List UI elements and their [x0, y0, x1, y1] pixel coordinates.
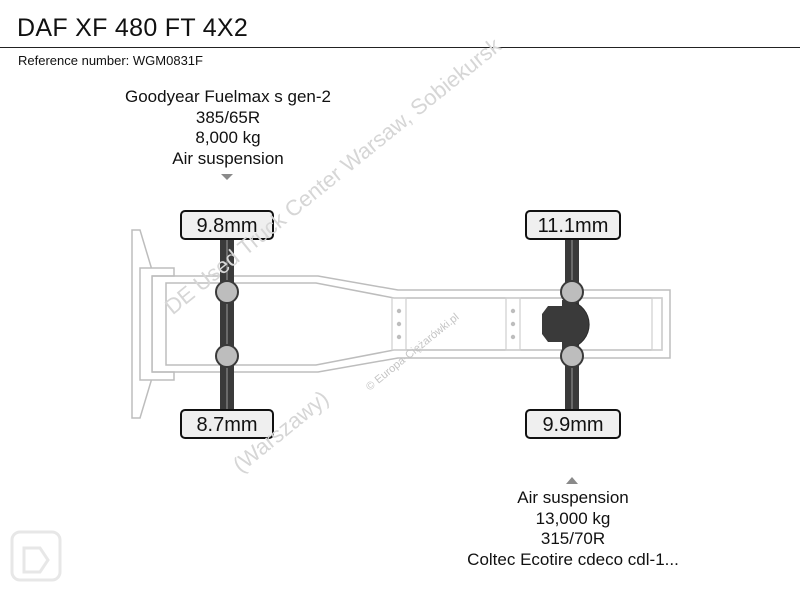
cross-member-rear — [651, 297, 663, 351]
cross-member-middle — [505, 297, 521, 351]
front-suspension: Air suspension — [172, 148, 284, 168]
front-tyre-size: 385/65R — [195, 107, 261, 127]
front-wheel-top — [215, 280, 239, 304]
page-title: DAF XF 480 FT 4X2 — [17, 14, 249, 42]
rear-tread-left-value: 11.1mm — [538, 215, 609, 237]
front-wheel-bottom — [215, 344, 239, 368]
rear-tyre-model: Coltec Ecotire cdeco cdl-1... — [467, 549, 679, 569]
title-divider — [0, 47, 800, 48]
front-pointer-icon — [221, 174, 233, 180]
front-axle-spec: Goodyear Fuelmax s gen-2 385/65R 8,000 k… — [108, 87, 348, 169]
front-tyre-model: Goodyear Fuelmax s gen-2 — [125, 87, 331, 106]
rear-tyre-size: 315/70R — [540, 529, 606, 548]
front-tread-right-value: 8.7mm — [196, 414, 257, 436]
reference-number: Reference number: WGM0831F — [18, 53, 203, 68]
front-tread-left: 9.8mm — [180, 210, 274, 240]
cross-member-front — [391, 297, 407, 351]
front-axle-load: 8,000 kg — [195, 128, 261, 147]
front-tread-left-value: 9.8mm — [196, 215, 257, 237]
rear-axle-load: 13,000 kg — [535, 508, 611, 528]
rear-axle-spec: Air suspension 13,000 kg 315/70R Coltec … — [443, 488, 703, 570]
rear-tread-left: 11.1mm — [525, 210, 621, 240]
watermark-logo — [10, 530, 62, 582]
rear-tread-right: 9.9mm — [525, 409, 621, 439]
rear-wheel-top — [560, 280, 584, 304]
front-tread-right: 8.7mm — [180, 409, 274, 439]
frame-bolts — [396, 308, 516, 340]
rear-pointer-icon — [566, 477, 578, 484]
front-bumper-bracket — [139, 267, 175, 381]
rear-tread-right-value: 9.9mm — [542, 414, 603, 436]
chassis-frame — [152, 275, 671, 373]
rear-wheel-bottom — [560, 344, 584, 368]
rear-suspension: Air suspension — [517, 488, 629, 507]
